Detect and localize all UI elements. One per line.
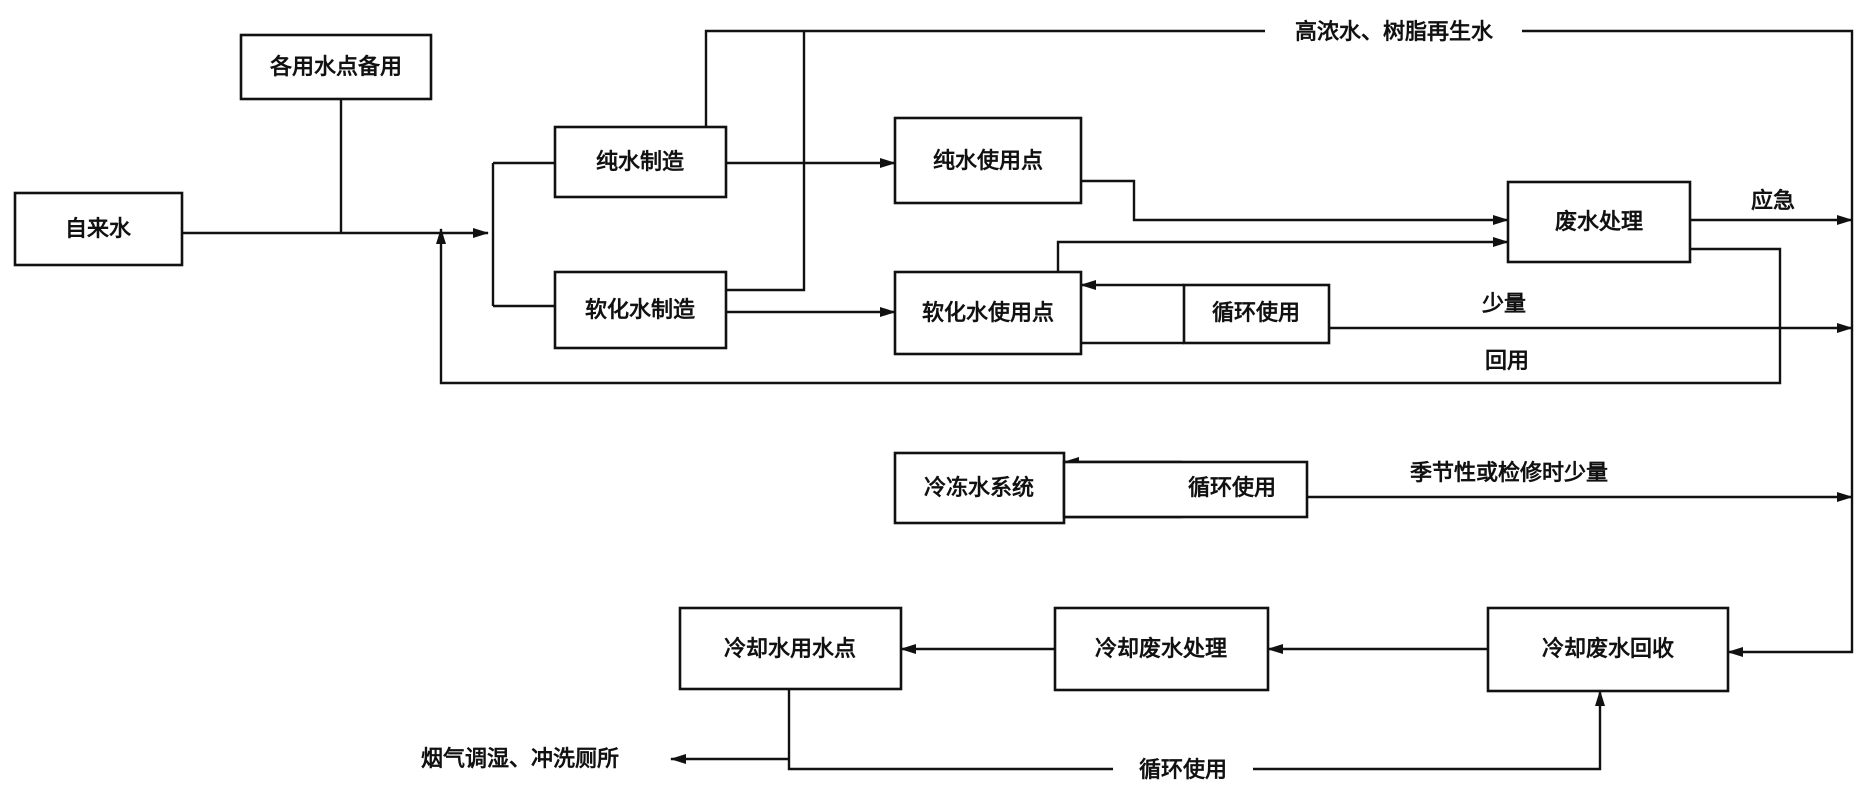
recycle-chilled-node: 循环使用 [1062,460,1309,519]
cooling-wastewater-recovery-label: 冷却废水回收 [1542,636,1674,662]
softened-water-use-node: 软化水使用点 [893,270,1083,356]
tap-water-label: 自来水 [65,216,132,242]
chilled-water-system-label: 冷冻水系统 [924,475,1034,501]
softened-water-use-label: 软化水使用点 [922,300,1054,326]
line-cooling-recycle [787,689,1113,771]
line-reuse-loop [436,228,1782,385]
standby-water-label: 各用水点备用 [269,54,402,80]
softened-water-production-node: 软化水制造 [553,270,728,350]
reuse-label: 回用 [1485,349,1529,374]
line-concentrate-top [704,29,1265,127]
line-soft-concentrate [726,31,806,292]
emergency-label: 应急 [1751,188,1795,214]
cooling-water-use-node: 冷却水用水点 [678,606,903,691]
line-pure-use-to-treatment [1081,179,1509,225]
recycle-soft-label: 循环使用 [1212,300,1300,326]
flue-toilet-label: 烟气调湿、冲洗厕所 [421,746,619,772]
chilled-water-system-node: 冷冻水系统 [893,451,1066,525]
seasonal-small-label: 季节性或检修时少量 [1410,460,1608,486]
pure-water-production-node: 纯水制造 [553,125,728,199]
cooling-water-use-label: 冷却水用水点 [724,636,856,662]
cooling-wastewater-recovery-node: 冷却废水回收 [1486,606,1730,693]
pure-water-use-label: 纯水使用点 [933,148,1043,174]
recycle-bottom-label: 循环使用 [1139,757,1227,783]
small-amount-label: 少量 [1481,292,1526,317]
pure-water-use-node: 纯水使用点 [893,116,1083,205]
softened-water-production-label: 软化水制造 [585,297,695,323]
line-concentrate-right [1522,29,1854,657]
line-soft-use-to-treatment [1056,237,1509,280]
line-cooling-recycle-right [1253,690,1605,771]
concentrate-regen-label: 高浓水、树脂再生水 [1295,19,1494,45]
standby-water-node: 各用水点备用 [239,33,433,101]
recycle-soft-node: 循环使用 [1182,283,1331,345]
recycle-chilled-label: 循环使用 [1188,475,1276,501]
wastewater-treatment-label: 废水处理 [1555,209,1643,235]
cooling-wastewater-treatment-node: 冷却废水处理 [1053,606,1270,692]
pure-water-production-label: 纯水制造 [596,149,684,175]
cooling-wastewater-treatment-label: 冷却废水处理 [1095,636,1227,662]
wastewater-treatment-node: 废水处理 [1506,180,1692,264]
tap-water-node: 自来水 [13,191,184,267]
connectors [182,29,1854,771]
